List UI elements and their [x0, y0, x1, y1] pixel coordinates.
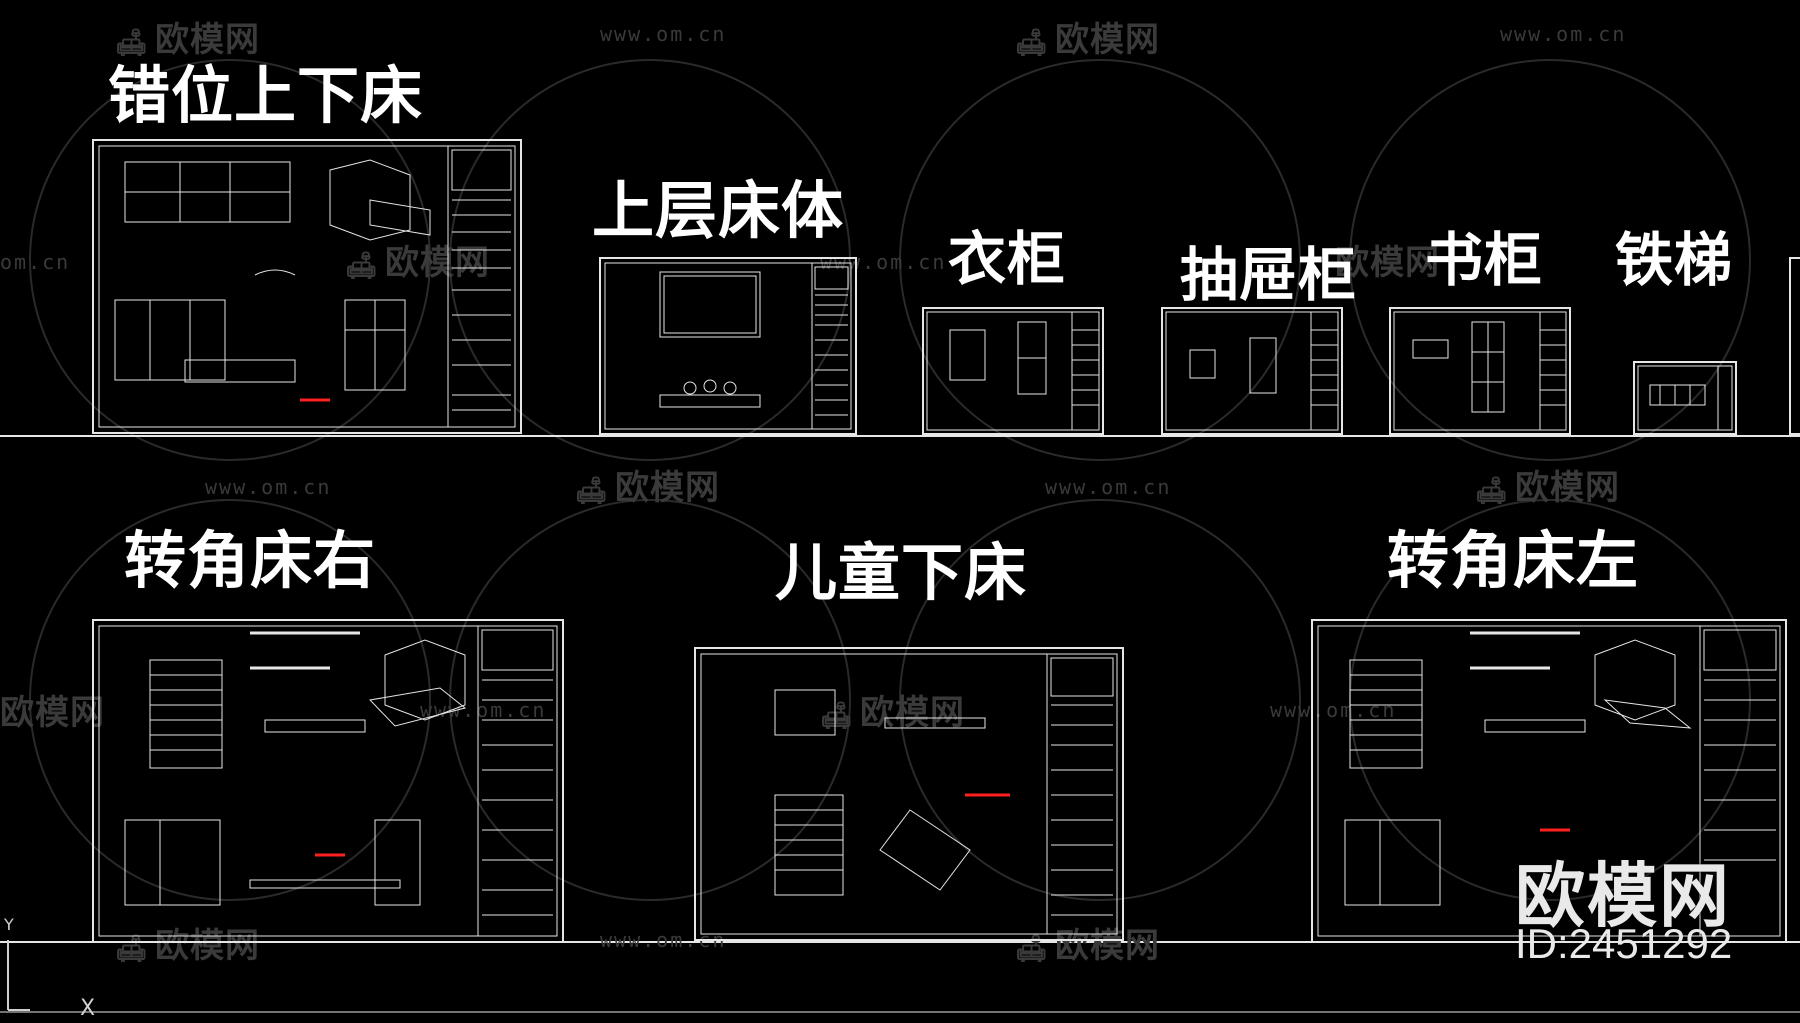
sheet-wardrobe	[922, 307, 1104, 435]
watermark-url: www.om.cn	[1270, 698, 1397, 722]
title-drawer-cabinet: 抽屉柜	[1180, 241, 1358, 309]
title-bookcase: 书柜	[1425, 226, 1544, 294]
watermark-url-partial: om.cn	[0, 250, 71, 274]
title-upper-bed-body: 上层床体	[592, 174, 845, 247]
watermark-url: www.om.cn	[205, 475, 332, 499]
watermark-url: www.om.cn	[820, 250, 947, 274]
sheet-bookcase	[1389, 307, 1571, 435]
watermark-url: www.om.cn	[600, 22, 727, 46]
ucs-x-label: X	[80, 996, 96, 1021]
watermark-url: www.om.cn	[1500, 22, 1627, 46]
watermark-logo: 🛋欧模网	[1015, 20, 1161, 60]
watermark-logo-partial: 欧模网	[0, 693, 105, 733]
title-corner-bed-left: 转角床左	[1387, 524, 1640, 597]
sheet-upper-bed-body	[599, 257, 857, 435]
watermark-logo: 🛋欧模网	[115, 926, 261, 966]
watermark-logo: 欧模网	[1335, 243, 1440, 283]
watermark-logo: 🛋欧模网	[115, 20, 261, 60]
sheet-corner-bed-left	[1311, 619, 1787, 943]
title-staggered-bunk-bed: 错位上下床	[108, 59, 424, 132]
ucs-y-label: Y	[4, 915, 14, 934]
watermark-url: www.om.cn	[1045, 475, 1172, 499]
title-child-lower-bed: 儿童下床	[775, 536, 1028, 609]
watermark-url: www.om.cn	[420, 698, 547, 722]
watermark-logo: 🛋欧模网	[575, 468, 721, 508]
title-wardrobe: 衣柜	[948, 225, 1067, 293]
sheet-corner-bed-right	[92, 619, 564, 943]
sheet-iron-ladder	[1633, 361, 1737, 435]
brand-logo-text: 欧模网	[1515, 855, 1731, 937]
sheet-partial-edge	[1789, 257, 1800, 435]
title-iron-ladder: 铁梯	[1615, 226, 1734, 294]
brand-id: ID:2451292	[1515, 920, 1733, 967]
watermark-logo: 🛋欧模网	[820, 693, 966, 733]
sheet-drawer-cabinet	[1161, 307, 1343, 435]
sheet-staggered-bunk-bed	[92, 139, 522, 434]
sheet-child-lower-bed	[694, 647, 1124, 941]
title-corner-bed-right: 转角床右	[124, 524, 377, 597]
watermark-logo: 🛋欧模网	[1475, 468, 1621, 508]
ucs-icon	[7, 940, 30, 1011]
